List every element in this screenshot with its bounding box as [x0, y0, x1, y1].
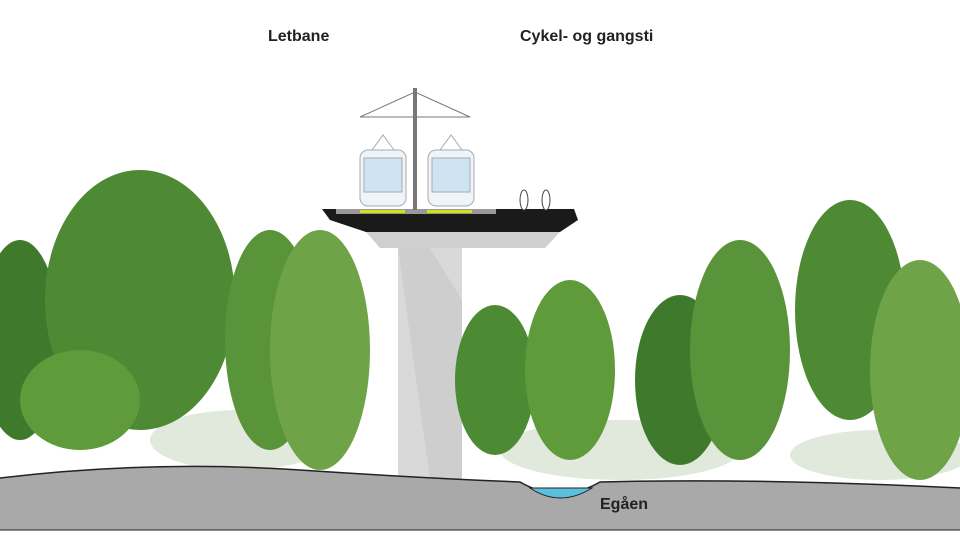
bike-path-label: Cykel- og gangsti	[520, 28, 654, 45]
trees	[0, 170, 960, 480]
stream-water	[528, 487, 594, 499]
catenary-mast	[359, 88, 471, 210]
trams	[359, 134, 475, 207]
light-rail-label: Letbane	[268, 28, 330, 45]
stream-label: Egåen	[600, 496, 649, 513]
ground-section	[0, 465, 960, 531]
pillar	[366, 232, 560, 480]
bridge-deck	[322, 209, 578, 232]
cyclists	[519, 189, 551, 211]
